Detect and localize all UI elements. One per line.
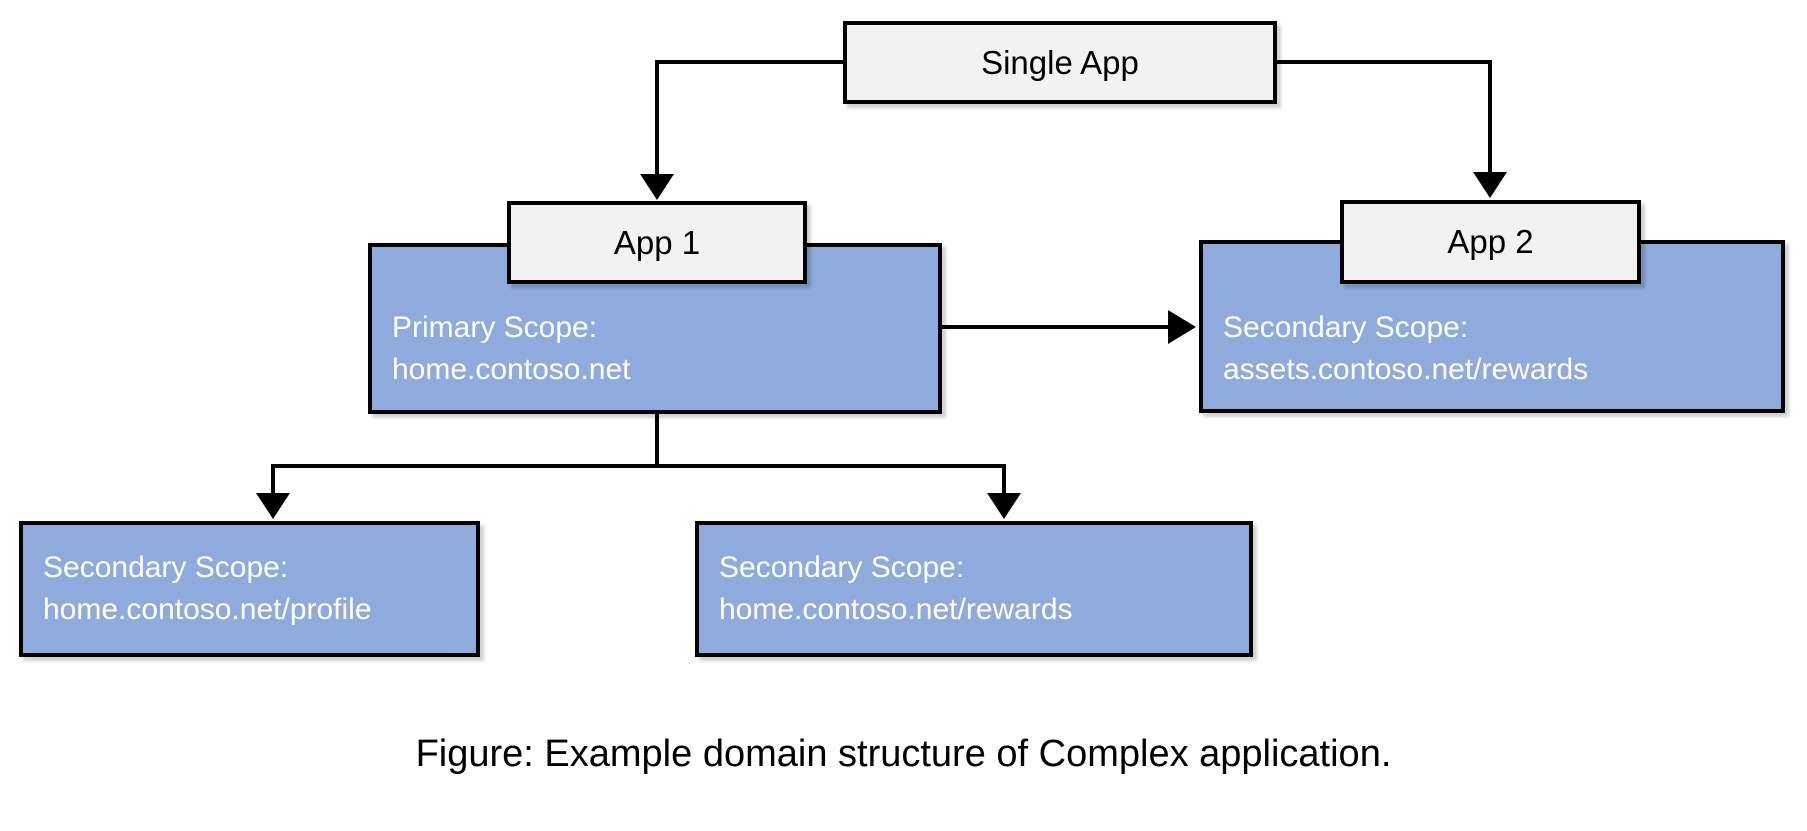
rewards-scope-title: Secondary Scope: — [719, 551, 965, 584]
app1-label: App 1 — [613, 223, 701, 261]
profile-scope-url: home.contoso.net/profile — [43, 593, 372, 626]
app2-scope-text: Secondary Scope: assets.contoso.net/rewa… — [1223, 288, 1775, 409]
connector-branch-to-rewards — [987, 464, 1021, 519]
app1-scope-url: home.contoso.net — [392, 353, 631, 386]
app1-scope-text: Primary Scope: home.contoso.net — [392, 288, 932, 410]
connector-app1-to-app2 — [942, 310, 1196, 344]
profile-scope-text: Secondary Scope: home.contoso.net/profil… — [43, 525, 470, 653]
profile-scope-title: Secondary Scope: — [43, 551, 289, 584]
connector-branch — [271, 413, 1006, 468]
rewards-scope-text: Secondary Scope: home.contoso.net/reward… — [719, 525, 1243, 653]
connector-branch-to-profile — [256, 464, 290, 519]
figure-caption: Figure: Example domain structure of Comp… — [415, 733, 1392, 775]
connector-single-to-app2 — [1277, 60, 1507, 198]
app1-label-box: App 1 — [507, 201, 807, 284]
app2-scope-url: assets.contoso.net/rewards — [1223, 352, 1589, 386]
app2-scope-title: Secondary Scope: — [1223, 310, 1469, 344]
app2-label: App 2 — [1447, 223, 1534, 260]
app2-label-box: App 2 — [1340, 200, 1641, 284]
connector-single-to-app1 — [640, 60, 843, 200]
rewards-scope-url: home.contoso.net/rewards — [719, 593, 1073, 626]
rewards-secondary-scope-box: Secondary Scope: home.contoso.net/reward… — [695, 521, 1253, 657]
profile-secondary-scope-box: Secondary Scope: home.contoso.net/profil… — [19, 521, 480, 657]
single-app-box: Single App — [843, 21, 1277, 104]
single-app-label: Single App — [981, 43, 1139, 81]
app1-scope-title: Primary Scope: — [392, 311, 598, 344]
